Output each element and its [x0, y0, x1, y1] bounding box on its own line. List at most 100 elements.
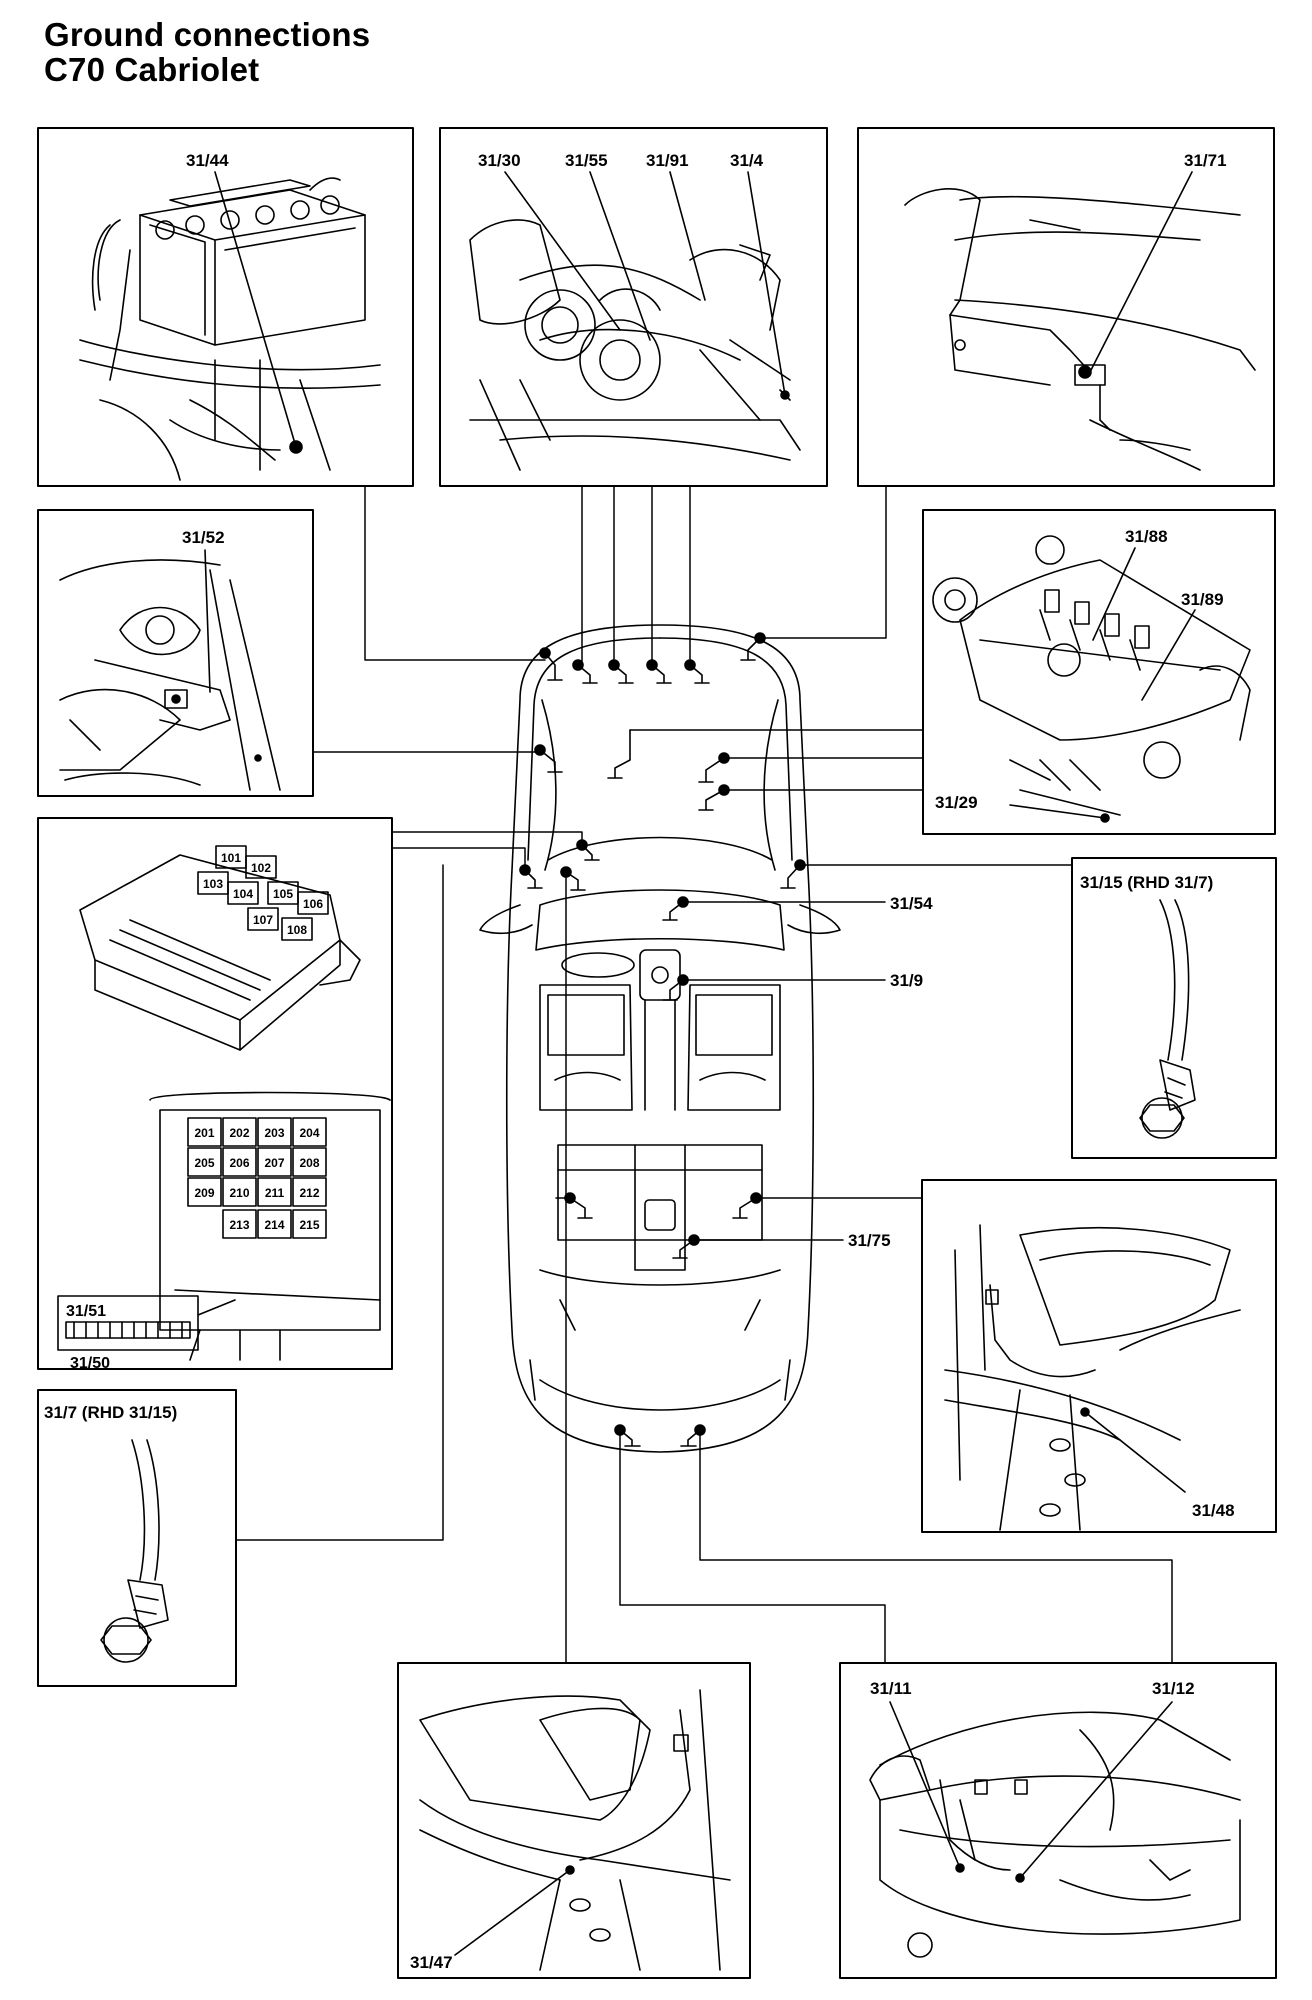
- panel-rear-right: [921, 1179, 1277, 1533]
- label-31-15: 31/15 (RHD 31/7): [1080, 873, 1213, 892]
- fuse-number: 206: [229, 1156, 249, 1170]
- label-31-54: 31/54: [890, 894, 933, 913]
- fuse-number: 210: [229, 1186, 249, 1200]
- fuse-number: 106: [303, 897, 323, 911]
- panel-front-panel: [857, 127, 1275, 487]
- engine-top-illustration: [932, 535, 1251, 823]
- fuse-number: 215: [299, 1218, 319, 1232]
- a-fuse-107: 107: [247, 907, 279, 931]
- left-strut-illustration: [59, 549, 281, 791]
- fuse-box-illustration: [57, 854, 391, 1361]
- label-31-7: 31/7 (RHD 31/15): [44, 1403, 177, 1422]
- fuse-cell: [292, 1177, 327, 1207]
- label-31-50: 31/50: [70, 1355, 110, 1372]
- label-31-30: 31/30: [478, 151, 521, 170]
- label-31-52: 31/52: [182, 528, 225, 547]
- trunk-illustration: [869, 1701, 1241, 1958]
- b-fuse-210: 210: [222, 1177, 257, 1207]
- fuse-number: 205: [194, 1156, 214, 1170]
- fuse-cell: [257, 1147, 292, 1177]
- a-fuse-106: 106: [297, 891, 329, 915]
- fuse-cell: [281, 917, 313, 941]
- label-31-91: 31/91: [646, 151, 689, 170]
- panel-ground-terminal-left: [37, 1389, 237, 1687]
- label-31-44: 31/44: [186, 151, 229, 170]
- panel-left-strut: [37, 509, 314, 797]
- fuse-cell: [257, 1209, 292, 1239]
- fuse-number: 203: [264, 1126, 284, 1140]
- fuse-number: 214: [264, 1218, 284, 1232]
- panel-engine-front: [439, 127, 828, 487]
- title-line-1: Ground connections: [44, 16, 371, 53]
- a-fuse-104: 104: [227, 881, 259, 905]
- leader-lines: [235, 485, 1173, 1664]
- b-fuse-215: 215: [292, 1209, 327, 1239]
- ground-terminal-right-illustration: [1139, 899, 1196, 1139]
- fuse-cell: [257, 1117, 292, 1147]
- label-31-48: 31/48: [1192, 1501, 1235, 1520]
- fuse-number: 213: [229, 1218, 249, 1232]
- b-fuse-201: 201: [187, 1117, 222, 1147]
- a-fuse-108: 108: [281, 917, 313, 941]
- label-31-88: 31/88: [1125, 527, 1168, 546]
- label-31-89: 31/89: [1181, 590, 1224, 609]
- panel-fuse-boxes: [37, 817, 393, 1370]
- label-31-9: 31/9: [890, 971, 923, 990]
- label-31-71: 31/71: [1184, 151, 1227, 170]
- fuse-cell: [257, 1177, 292, 1207]
- battery-illustration: [79, 171, 381, 481]
- b-fuse-207: 207: [257, 1147, 292, 1177]
- panel-trunk: [839, 1662, 1277, 1979]
- fuse-cell: [292, 1209, 327, 1239]
- rear-right-illustration: [944, 1224, 1241, 1531]
- fuse-number: 107: [253, 913, 273, 927]
- fuse-number: 105: [273, 887, 293, 901]
- fuse-number: 201: [194, 1126, 214, 1140]
- fuse-cell: [222, 1177, 257, 1207]
- car-top-view: [479, 624, 841, 1453]
- label-31-12: 31/12: [1152, 1679, 1195, 1698]
- diagram-title: Ground connections C70 Cabriolet: [44, 16, 371, 88]
- fuse-number: 208: [299, 1156, 319, 1170]
- fuse-cell: [245, 855, 277, 879]
- b-fuse-213: 213: [222, 1209, 257, 1239]
- b-fuse-214: 214: [257, 1209, 292, 1239]
- b-fuse-212: 212: [292, 1177, 327, 1207]
- title-line-2: C70 Cabriolet: [44, 50, 260, 88]
- label-31-75: 31/75: [848, 1231, 891, 1250]
- fuse-cell: [292, 1147, 327, 1177]
- fuse-number: 108: [287, 923, 307, 937]
- fuse-number: 211: [265, 1186, 285, 1200]
- fuse-cell: [222, 1209, 257, 1239]
- label-31-47: 31/47: [410, 1953, 453, 1972]
- rear-left-illustration: [419, 1689, 731, 1971]
- fuse-number: 202: [229, 1126, 249, 1140]
- car-ground-points: [519, 632, 806, 1447]
- a-fuse-101: 101: [215, 845, 247, 869]
- fuse-cell: [187, 1117, 222, 1147]
- b-fuse-209: 209: [187, 1177, 222, 1207]
- b-fuse-211: 211: [257, 1177, 292, 1207]
- fuse-box-b-grid: 201 202 203 204 205 206 207 208 209 210 211 212 213 2…: [187, 1117, 327, 1239]
- label-31-11: 31/11: [870, 1679, 912, 1698]
- fuse-number: 101: [221, 851, 241, 865]
- fuse-number: 103: [203, 877, 223, 891]
- b-fuse-202: 202: [222, 1117, 257, 1147]
- label-31-4: 31/4: [730, 151, 764, 170]
- b-fuse-203: 203: [257, 1117, 292, 1147]
- fuse-number: 104: [233, 887, 253, 901]
- fuse-cell: [187, 1147, 222, 1177]
- panel-ground-terminal-right: [1071, 857, 1277, 1159]
- fuse-number: 207: [264, 1156, 284, 1170]
- fuse-number: 212: [299, 1186, 319, 1200]
- fuse-number: 209: [194, 1186, 214, 1200]
- b-fuse-205: 205: [187, 1147, 222, 1177]
- engine-front-illustration: [469, 171, 801, 471]
- b-fuse-204: 204: [292, 1117, 327, 1147]
- panel-rear-left: [397, 1662, 751, 1979]
- fuse-cell: [297, 891, 329, 915]
- a-fuse-103: 103: [197, 871, 229, 895]
- b-fuse-208: 208: [292, 1147, 327, 1177]
